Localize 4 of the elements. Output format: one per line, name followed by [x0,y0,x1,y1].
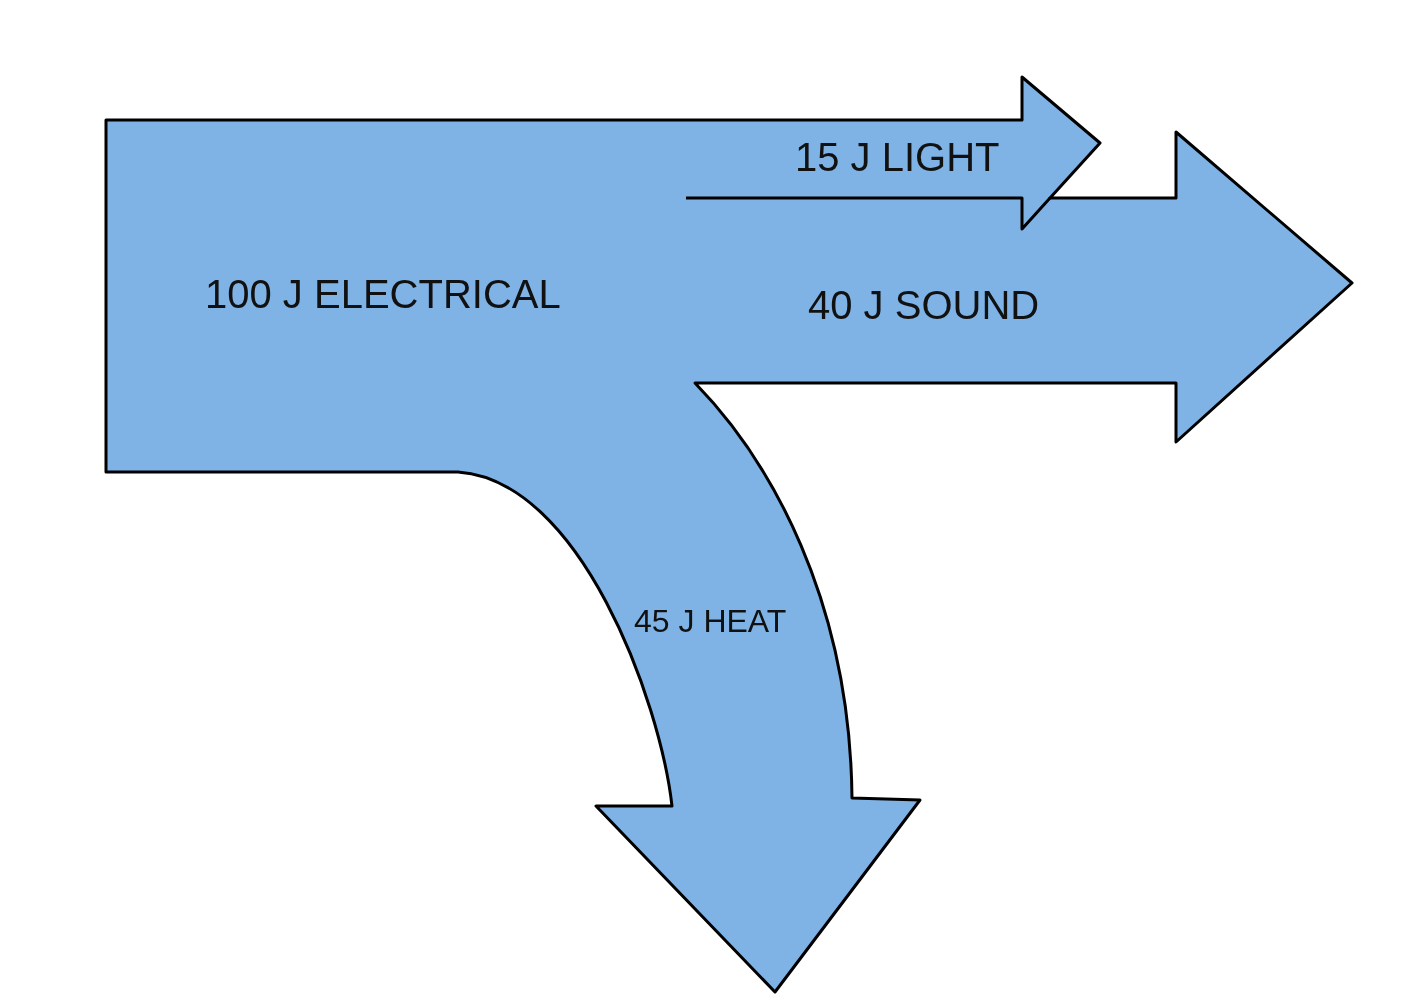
flow-label: 40 J SOUND [808,283,1040,327]
flow-label: 100 J ELECTRICAL [205,272,561,316]
flow-label: 45 J HEAT [634,604,787,640]
flow-label: 15 J LIGHT [795,135,1000,179]
